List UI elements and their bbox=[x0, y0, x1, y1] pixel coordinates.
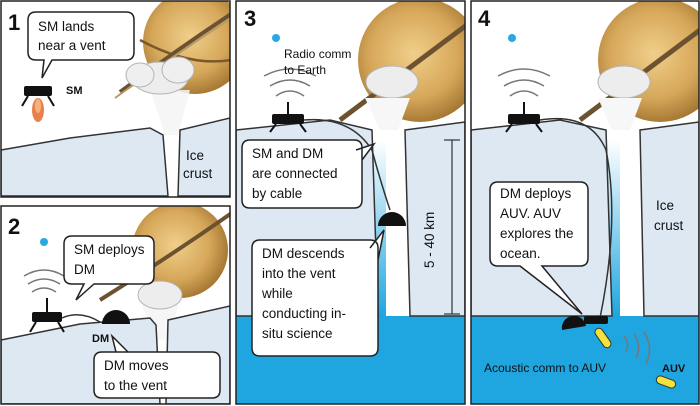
bubble-line: to the vent bbox=[104, 378, 167, 393]
bubble-line: near a vent bbox=[38, 38, 106, 53]
panel-1: SM lands near a vent SM Ice crust 1 bbox=[1, 1, 230, 197]
radio-label: to Earth bbox=[284, 63, 326, 77]
bubble-line: ocean. bbox=[500, 246, 541, 261]
cable bbox=[539, 117, 613, 319]
bubble-line: conducting in- bbox=[262, 306, 346, 321]
ice-crust-right bbox=[639, 121, 699, 317]
sm-lander-icon bbox=[505, 102, 543, 133]
ocean bbox=[471, 316, 699, 404]
ice-crust-label: crust bbox=[654, 218, 684, 233]
bubble-line: while bbox=[261, 286, 293, 301]
depth-marker bbox=[444, 139, 460, 315]
bubble-line: by cable bbox=[252, 186, 302, 201]
panel-number: 3 bbox=[244, 6, 256, 31]
acoustic-label: Acoustic comm to AUV bbox=[484, 361, 606, 375]
cable bbox=[303, 118, 391, 211]
auv-icon bbox=[594, 327, 612, 349]
sm-label: SM bbox=[66, 85, 83, 97]
auv-label: AUV bbox=[662, 363, 686, 375]
sm-lander-icon bbox=[269, 102, 307, 133]
speech-bubble-1: SM lands near a vent bbox=[27, 11, 135, 79]
panel-2-frame bbox=[0, 205, 231, 405]
vent bbox=[372, 140, 386, 316]
dm-probe-icon bbox=[561, 315, 608, 330]
panel-4-frame bbox=[470, 0, 700, 405]
earth-dot bbox=[508, 34, 516, 42]
speech-bubble-2: SM deploys DM bbox=[63, 235, 155, 301]
saturn-planet bbox=[98, 206, 230, 302]
bubble-line: are connected bbox=[252, 166, 338, 181]
bubble-line: explores the bbox=[500, 226, 574, 241]
panel-3-frame bbox=[235, 0, 466, 405]
bubble-line: situ science bbox=[262, 326, 333, 341]
plume bbox=[125, 56, 195, 135]
ice-crust-right bbox=[177, 117, 230, 197]
bubble-line: DM descends bbox=[262, 246, 345, 261]
bubble-line: SM and DM bbox=[252, 146, 323, 161]
bubble-line: DM moves bbox=[104, 358, 169, 373]
ice-crust-label: Ice bbox=[656, 198, 674, 213]
plume bbox=[597, 65, 651, 130]
ice-crust bbox=[1, 127, 169, 197]
bubble-line: DM deploys bbox=[500, 186, 572, 201]
panel-1-frame bbox=[0, 0, 231, 198]
panel-4: DM deploys AUV. AUV explores the ocean. … bbox=[471, 1, 699, 404]
panel-number: 4 bbox=[478, 6, 491, 31]
bubble-line: SM lands bbox=[38, 19, 95, 34]
plume bbox=[365, 65, 419, 130]
panel-number: 1 bbox=[8, 10, 20, 35]
panel-2: SM deploys DM DM DM moves to the vent 2 bbox=[1, 206, 230, 404]
radio-waves-icon bbox=[263, 68, 317, 97]
ice-crust-label: crust bbox=[183, 166, 213, 181]
radio-label: Radio comm bbox=[284, 47, 351, 61]
depth-label: 5 - 40 km bbox=[422, 212, 437, 268]
earth-dot bbox=[272, 34, 280, 42]
dm-probe-icon bbox=[61, 310, 130, 324]
vent bbox=[606, 140, 620, 316]
ice-crust-right bbox=[404, 121, 465, 317]
speech-bubble-3a: SM and DM are connected by cable bbox=[241, 139, 377, 209]
earth-dot bbox=[40, 238, 48, 246]
bubble-line: SM deploys bbox=[74, 242, 145, 257]
ice-crust-label: Ice bbox=[186, 148, 204, 163]
panel-number: 2 bbox=[8, 214, 20, 239]
dm-probe-icon bbox=[378, 212, 406, 226]
speech-bubble-3b: DM descends into the vent while conducti… bbox=[251, 229, 385, 357]
dm-label: DM bbox=[92, 333, 109, 345]
panel-3: 5 - 40 km Radio comm to Earth SM and DM … bbox=[236, 1, 465, 404]
radio-waves-icon bbox=[23, 269, 65, 293]
bubble-line: into the vent bbox=[262, 266, 336, 281]
speech-bubble-2b: DM moves to the vent bbox=[93, 333, 221, 399]
sm-lander-icon bbox=[29, 298, 65, 333]
speech-bubble-4: DM deploys AUV. AUV explores the ocean. bbox=[489, 181, 589, 315]
bubble-line: AUV. AUV bbox=[500, 206, 561, 221]
radio-waves-icon bbox=[497, 68, 551, 97]
bubble-line: DM bbox=[74, 262, 95, 277]
auv-icon bbox=[655, 375, 677, 389]
acoustic-waves-icon bbox=[623, 331, 651, 365]
sm-lander-icon bbox=[21, 86, 55, 122]
